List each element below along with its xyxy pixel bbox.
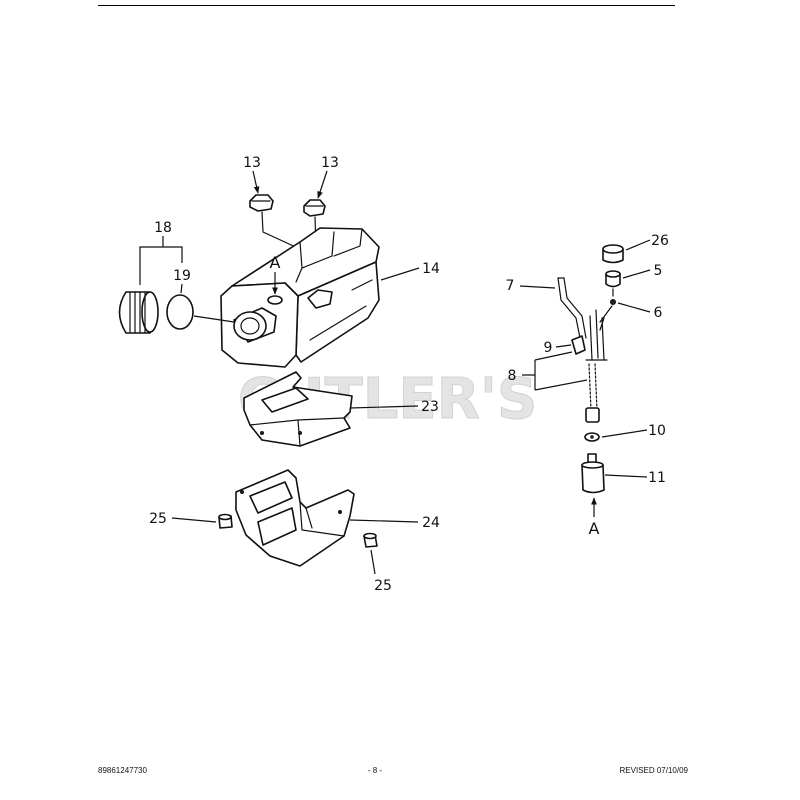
- fuel-hose-8: [585, 363, 600, 423]
- callout-19: 19: [173, 268, 191, 284]
- washer-10: [584, 432, 600, 442]
- leader-25-bottom: [370, 549, 376, 575]
- leader-26: [625, 239, 651, 251]
- callout-14: 14: [422, 261, 440, 277]
- cap-26: [602, 244, 624, 264]
- leader-9: [555, 344, 572, 348]
- leader-19: [180, 283, 183, 294]
- footer-revised-date: REVISED 07/10/09: [619, 766, 688, 775]
- callout-24: 24: [422, 515, 440, 531]
- leader-14: [380, 267, 420, 281]
- footer-part-number: 89861247730: [98, 766, 147, 775]
- leader-23: [349, 405, 419, 409]
- bolt-25-left: [218, 513, 233, 529]
- callout-25-left: 25: [149, 511, 167, 527]
- leader-5: [622, 269, 651, 279]
- leader-7: [519, 285, 556, 289]
- callout-18: 18: [154, 220, 172, 236]
- fuel-cap-18: [118, 291, 159, 334]
- fuel-tank-filler-neck: [233, 307, 277, 343]
- tank-guard-23: [243, 371, 353, 447]
- callout-25-bottom: 25: [374, 578, 392, 594]
- grommet-13-right: [303, 199, 326, 217]
- leader-10: [601, 429, 648, 438]
- callout-7: 7: [506, 278, 515, 294]
- callout-a-tank: A: [270, 253, 281, 272]
- callout-26: 26: [651, 233, 669, 249]
- leader-6: [617, 302, 651, 313]
- grommet-13-left: [249, 194, 274, 212]
- fuel-filter-11: [581, 453, 605, 494]
- fuel-tank-14: [220, 227, 380, 368]
- bottom-plate-24: [235, 469, 355, 567]
- top-rule: [98, 5, 675, 6]
- callout-6: 6: [654, 305, 663, 321]
- leader-13-left: [252, 170, 260, 194]
- fuel-pickup-body: [585, 309, 608, 361]
- pipe-7: [557, 277, 587, 339]
- callout-a-filter: A: [589, 519, 600, 538]
- callout-11: 11: [648, 470, 666, 486]
- leader-18-bracket: [139, 246, 183, 285]
- leader-24: [349, 519, 419, 523]
- valve-6: [610, 299, 616, 305]
- leader-25-left: [171, 517, 217, 523]
- callout-13-left: 13: [243, 155, 261, 171]
- vent-5: [605, 270, 621, 297]
- leader-8-bracket: [522, 351, 588, 391]
- callout-10: 10: [648, 423, 666, 439]
- leader-11: [604, 474, 648, 478]
- callout-23: 23: [421, 399, 439, 415]
- cap-gasket-19: [166, 294, 194, 330]
- callout-8: 8: [508, 368, 517, 384]
- callout-13-right: 13: [321, 155, 339, 171]
- leader-13-right: [317, 170, 328, 199]
- fitting-9: [571, 335, 586, 355]
- bolt-25-bottom: [363, 532, 378, 548]
- callout-9: 9: [544, 340, 553, 356]
- callout-5: 5: [654, 263, 663, 279]
- cap-install-line: [193, 315, 235, 323]
- footer-page-number: - 8 -: [367, 766, 383, 775]
